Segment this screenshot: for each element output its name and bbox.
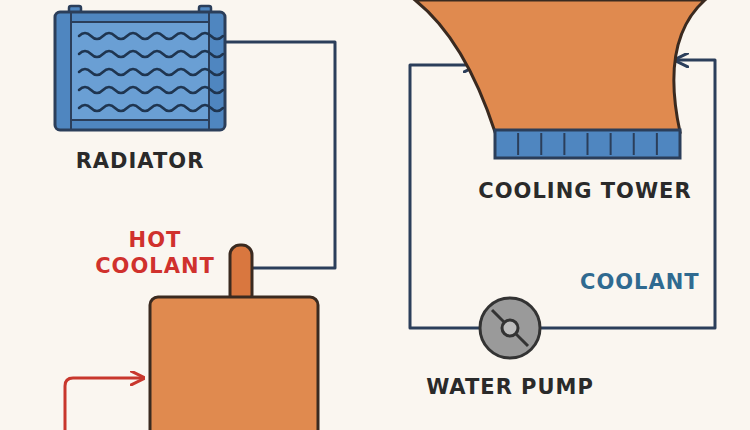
inlet-arrow (65, 378, 142, 430)
node-label: RADIATOR (40, 148, 240, 174)
pipe-connector (410, 65, 480, 328)
water-pump-shape (480, 298, 540, 358)
water-pump: WATER PUMP (480, 298, 540, 358)
engine-block-shape (150, 297, 318, 430)
radiator: RADIATOR (55, 12, 225, 130)
node-label: HOT COOLANT (80, 227, 230, 279)
node-label: WATER PUMP (420, 374, 600, 400)
cooling-tower: COOLING TOWER (415, 0, 705, 158)
node-label: COOLING TOWER (435, 178, 735, 204)
cooling-tower-shape (415, 0, 705, 158)
engine-block: HOT COOLANT (150, 297, 318, 430)
flow-label: COOLANT (580, 270, 700, 294)
pipe-connector (225, 42, 335, 268)
radiator-shape (55, 12, 225, 130)
